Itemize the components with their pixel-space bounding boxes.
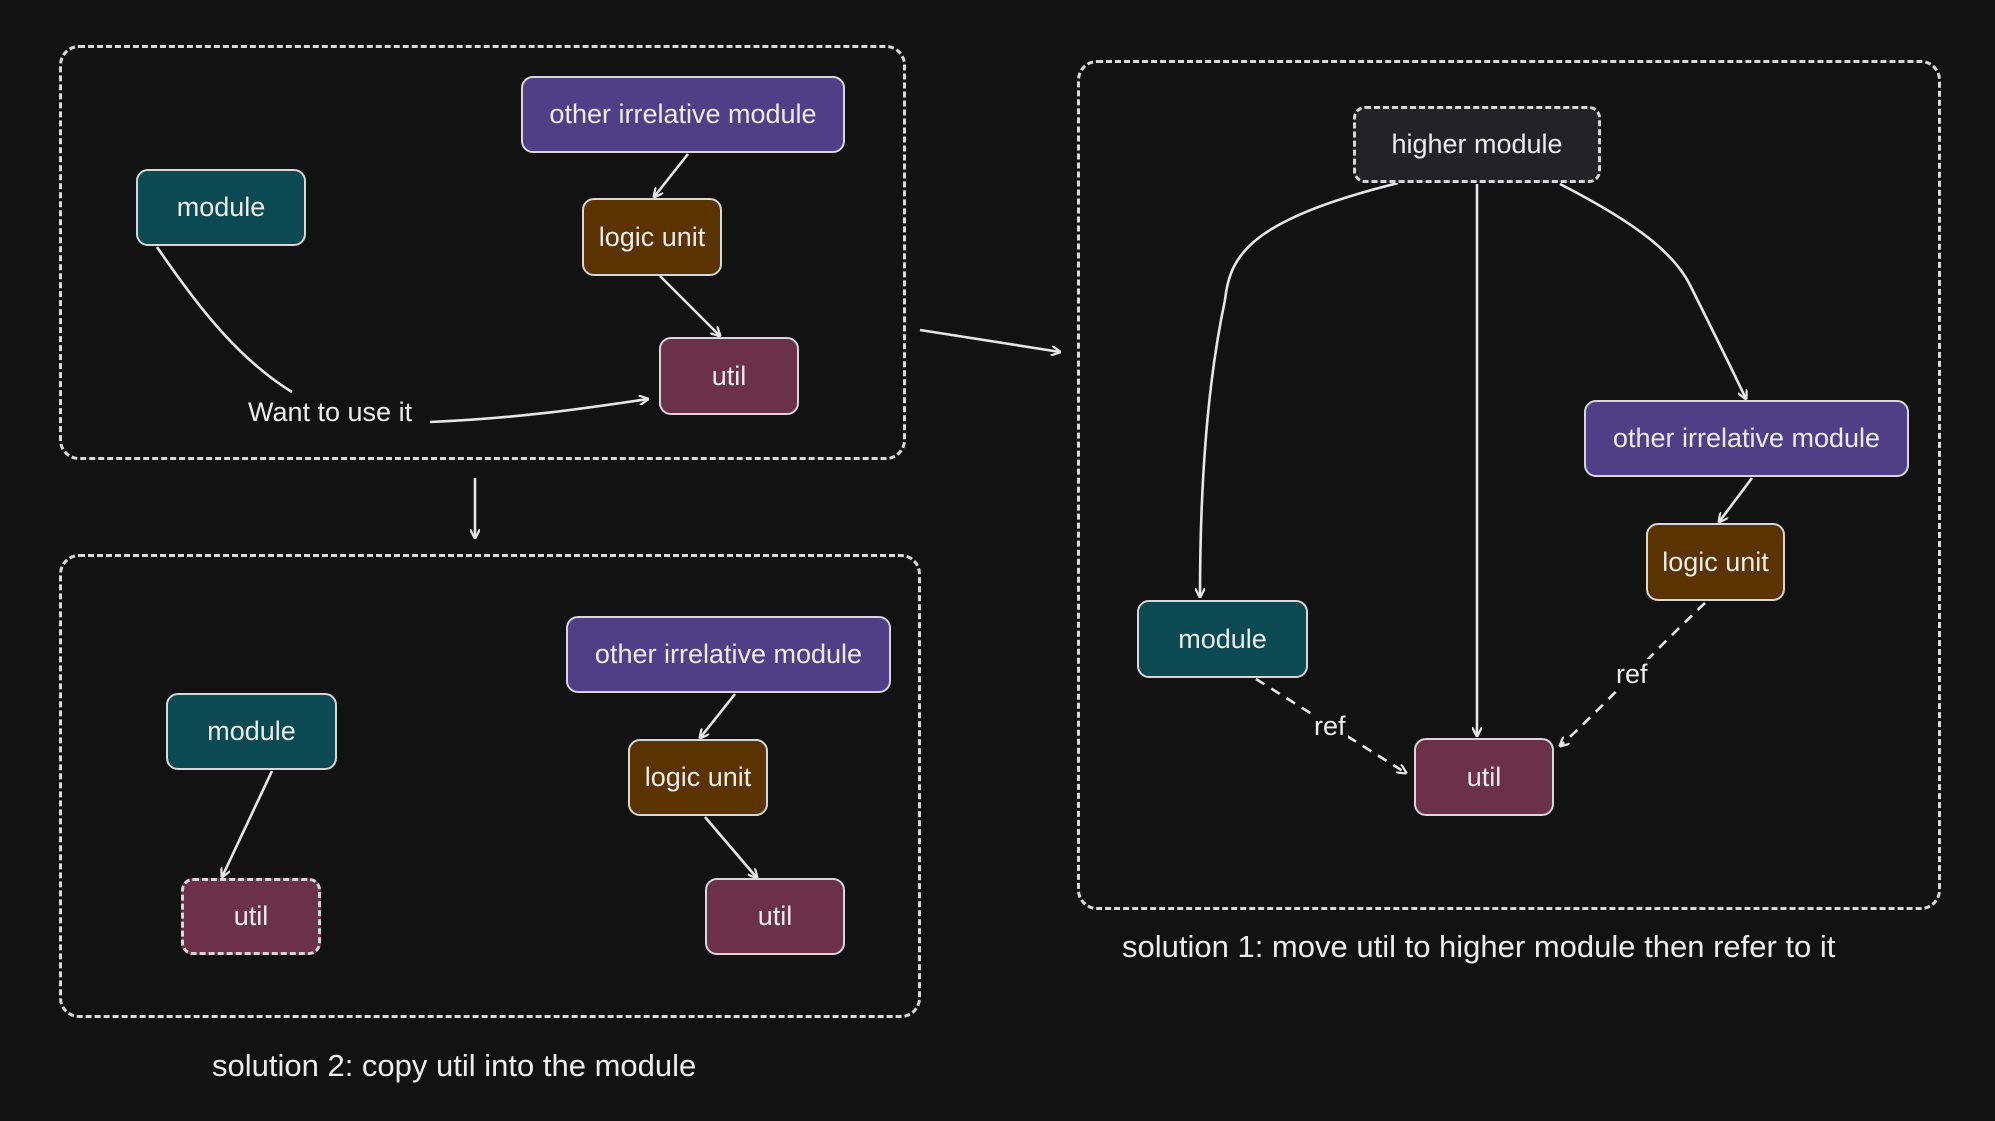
solution-2-caption: solution 2: copy util into the module (212, 1048, 697, 1083)
edge-r-higher-to-module (1200, 181, 1399, 597)
tl-logic-unit-node[interactable]: logic unit (582, 198, 722, 276)
edge-to-solution-1 (919, 328, 1060, 352)
edge-r-module-to-util-ref (1255, 677, 1406, 773)
frame-solution-1 (1077, 60, 1941, 910)
ref-label-left: ref (1312, 711, 1348, 742)
edge-r-higher-to-other (1559, 182, 1746, 399)
edge-bl-logic-to-util (704, 816, 757, 878)
tl-other-module-node[interactable]: other irrelative module (521, 76, 845, 153)
ref-label-right: ref (1614, 659, 1650, 690)
tl-module-node[interactable]: module (136, 169, 306, 246)
r-util-node[interactable]: util (1414, 738, 1554, 816)
edge-bl-other-to-logic (700, 693, 737, 738)
r-module-node[interactable]: module (1137, 600, 1308, 678)
solution-1-caption: solution 1: move util to higher module t… (1122, 929, 1836, 964)
tl-util-node[interactable]: util (659, 337, 799, 415)
bl-util-copy-node[interactable]: util (181, 878, 321, 955)
bl-logic-unit-node[interactable]: logic unit (628, 739, 768, 816)
edge-tl-other-to-logic (654, 153, 690, 197)
edge-bl-module-to-util (222, 770, 274, 877)
want-to-use-it-label: Want to use it (248, 397, 413, 427)
edge-tl-label-to-util (429, 399, 648, 424)
bl-util-node[interactable]: util (705, 878, 845, 955)
r-higher-module-node[interactable]: higher module (1353, 106, 1601, 183)
bl-module-node[interactable]: module (166, 693, 337, 770)
edge-tl-logic-to-util (659, 275, 720, 336)
bl-other-module-node[interactable]: other irrelative module (566, 616, 891, 693)
frame-solution-2 (59, 554, 921, 1018)
edge-tl-module-to-label (155, 246, 293, 394)
edge-r-other-to-logic (1719, 477, 1754, 522)
r-logic-unit-node[interactable]: logic unit (1646, 523, 1785, 601)
r-other-module-node[interactable]: other irrelative module (1584, 400, 1909, 477)
frame-problem (59, 45, 906, 460)
